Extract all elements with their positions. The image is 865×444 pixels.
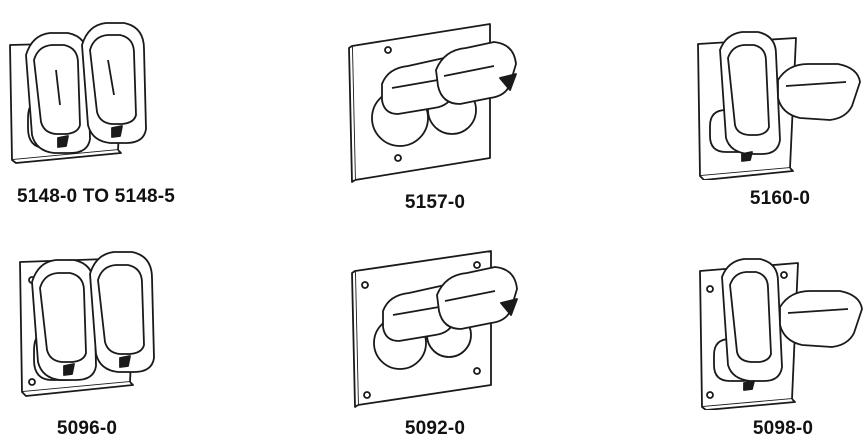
horizontal-lid-cover-drawing: [348, 23, 517, 183]
product-illustration-5160: [680, 20, 865, 180]
combination-lid-cover-drawing: [697, 31, 861, 180]
product-label: 5148-0 TO 5148-5: [16, 186, 176, 207]
product-illustration-5092: [345, 245, 545, 410]
double-vertical-cover-drawing: [19, 251, 155, 397]
product-illustration-5157: [340, 18, 540, 183]
combination-lid-cover-drawing: [699, 258, 863, 410]
horizontal-lid-cover-drawing: [351, 250, 518, 408]
product-label: 5096-0: [56, 418, 118, 439]
product-illustration-5096: [0, 232, 190, 402]
product-label: 5098-0: [752, 418, 814, 439]
product-label: 5157-0: [404, 192, 466, 213]
product-illustration-5148: [0, 0, 190, 170]
product-label: 5092-0: [404, 418, 466, 439]
product-label: 5160-0: [749, 188, 811, 209]
product-illustration-5098: [680, 245, 865, 410]
double-vertical-cover-drawing: [9, 22, 147, 164]
